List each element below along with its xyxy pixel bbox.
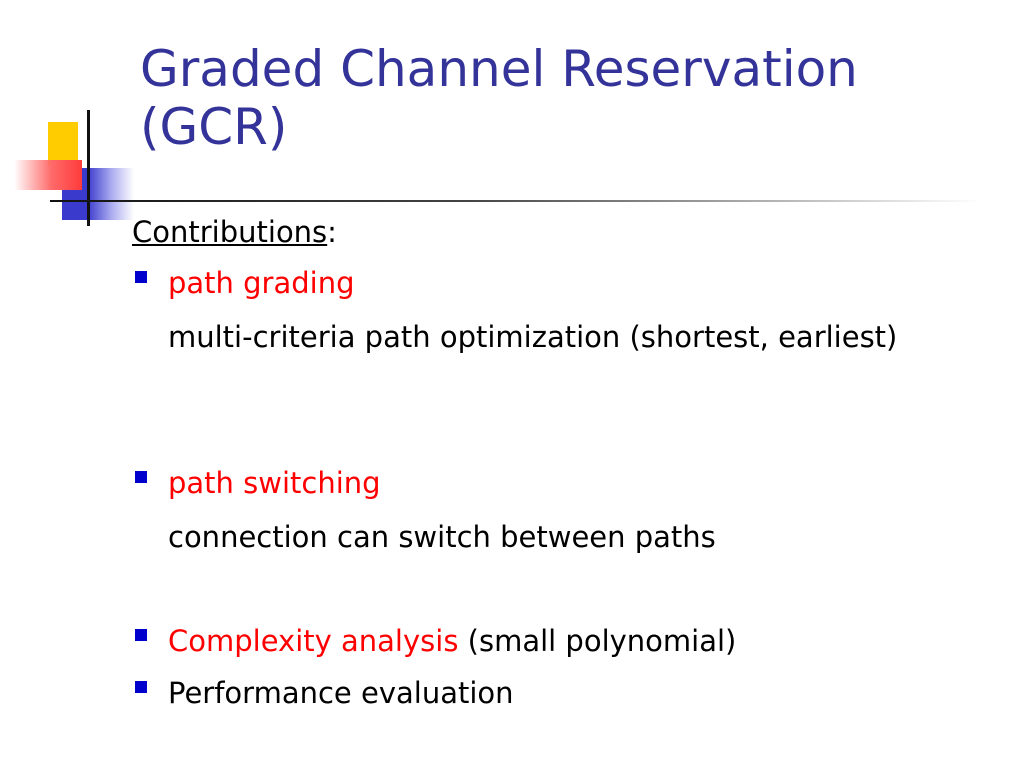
item-path-grading: path grading xyxy=(168,266,355,300)
item-complexity-analysis: Complexity analysis (small polynomial) xyxy=(168,624,736,658)
square-bullet-icon xyxy=(135,271,147,283)
logo-vertical-line xyxy=(87,110,90,226)
item-path-switching: path switching xyxy=(168,466,381,500)
item-complexity-analysis-suffix: (small polynomial) xyxy=(458,624,737,658)
logo-red-square xyxy=(14,160,82,190)
contributions-colon: : xyxy=(327,215,337,249)
contributions-label: Contributions xyxy=(132,215,328,249)
logo-yellow-square xyxy=(48,122,78,166)
square-bullet-icon xyxy=(135,629,147,641)
item-complexity-analysis-label: Complexity analysis xyxy=(168,624,459,658)
slide-title: Graded Channel Reservation (GCR) xyxy=(140,40,858,156)
square-bullet-icon xyxy=(135,471,147,483)
item-path-switching-description: connection can switch between paths xyxy=(168,520,716,554)
item-performance-evaluation: Performance evaluation xyxy=(168,676,514,710)
contributions-heading: Contributions: xyxy=(132,215,337,249)
square-bullet-icon xyxy=(135,681,147,693)
title-divider-line xyxy=(50,200,980,202)
item-path-grading-description: multi-criteria path optimization (shorte… xyxy=(168,320,898,354)
